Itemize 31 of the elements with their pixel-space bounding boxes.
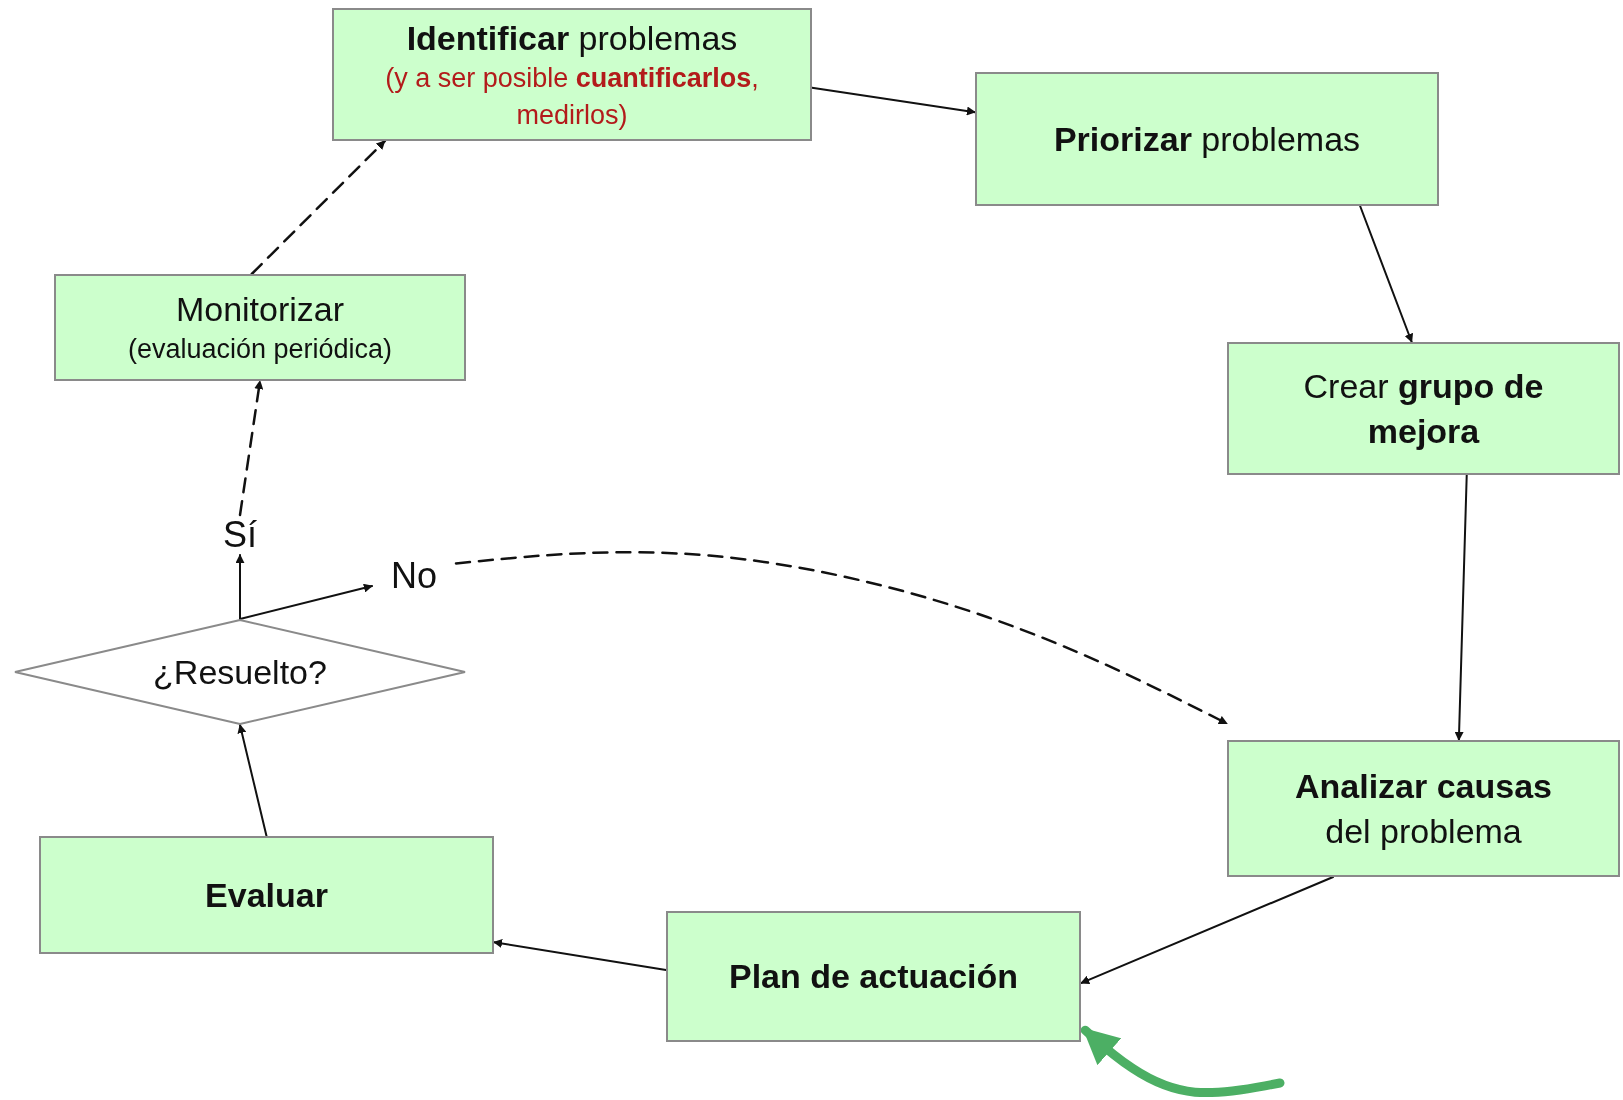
step-note: (evaluación periódica) <box>127 333 393 367</box>
branch-label: No <box>372 555 456 597</box>
arrow <box>1454 474 1468 741</box>
process-box <box>39 836 494 954</box>
curved-arrow <box>1080 1025 1285 1098</box>
arrow <box>237 724 268 837</box>
process-box <box>666 911 1081 1042</box>
process-box <box>54 274 466 381</box>
step-text: Analizar causas del problema <box>1294 766 1553 852</box>
step-text: Crear grupo de mejora <box>1302 366 1545 452</box>
process-box <box>1227 342 1620 475</box>
arrow <box>1080 876 1335 985</box>
branch-label: Sí <box>216 515 264 555</box>
step-text: Evaluar <box>205 874 328 916</box>
arrow <box>493 939 667 971</box>
arrow <box>1359 205 1414 343</box>
dashed-arrow <box>454 551 1229 725</box>
step-text: Plan de actuación <box>728 956 1019 998</box>
process-box <box>332 8 812 141</box>
step-text: Identificar problemas <box>406 17 738 59</box>
process-box <box>975 72 1439 206</box>
process-box <box>1227 740 1620 877</box>
step-text: Priorizar problemas <box>1053 118 1361 160</box>
step-text: Monitorizar <box>175 289 345 331</box>
arrow <box>811 86 976 116</box>
arrow <box>239 583 373 620</box>
dashed-arrow <box>238 379 264 517</box>
step-note: (y a ser posible cuantificarlos, medirlos) <box>384 62 760 132</box>
dashed-arrow <box>250 139 387 276</box>
decision-text: ¿Resuelto? <box>153 651 327 693</box>
arrow <box>235 554 245 620</box>
